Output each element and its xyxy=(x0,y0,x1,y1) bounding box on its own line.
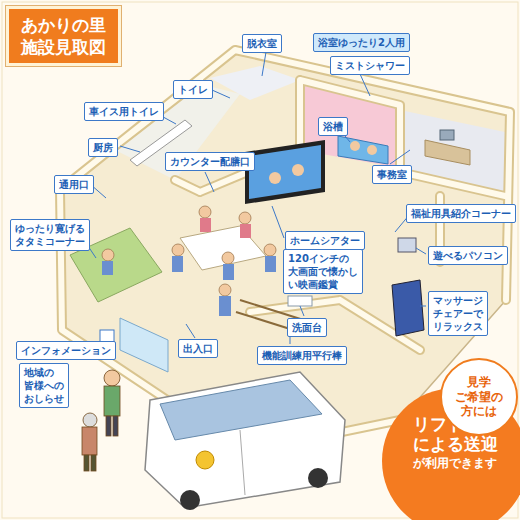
callout-label: 機能訓練用平行棒 xyxy=(257,346,347,365)
callout-label: 浴室ゆったり2人用 xyxy=(313,33,410,52)
callout-label: マッサージ チェアーで リラックス xyxy=(428,291,488,336)
title-box: あかりの里 施設見取図 xyxy=(6,6,121,66)
callout-label: 120インチの 大画面で懐かし い映画鑑賞 xyxy=(283,249,363,294)
callout-label: 地域の 皆様への おしらせ xyxy=(19,363,69,408)
callout-label: 事務室 xyxy=(372,165,412,184)
callout-label: ホームシアター xyxy=(285,231,365,250)
label-text: 見学 ご希望の 方には xyxy=(442,375,516,418)
label-text: カウンター配膳口 xyxy=(170,155,250,168)
label-text: マッサージ チェアーで リラックス xyxy=(433,294,483,333)
callout-label: 出入口 xyxy=(178,339,218,358)
label-text: が利用できます xyxy=(413,455,497,472)
callout-label: ミストシャワー xyxy=(330,56,410,75)
label-text: 事務室 xyxy=(377,168,407,181)
label-text: 機能訓練用平行棒 xyxy=(262,349,342,362)
label-text: インフォメーション xyxy=(21,344,111,357)
callout-label: 車イス用トイレ xyxy=(84,102,164,121)
label-text: 120インチの 大画面で懐かし い映画鑑賞 xyxy=(288,252,358,291)
callout-label: 遊べるパソコン xyxy=(428,246,508,265)
callout-label: 浴槽 xyxy=(318,117,348,136)
label-text: 地域の 皆様への おしらせ xyxy=(24,366,64,405)
callout-label: カウンター配膳口 xyxy=(165,152,255,171)
callout-label: 脱衣室 xyxy=(242,34,282,53)
label-text: 脱衣室 xyxy=(247,37,277,50)
label-text: 車イス用トイレ xyxy=(89,105,159,118)
notice-circle: 見学 ご希望の 方には xyxy=(440,358,518,436)
label-text: トイレ xyxy=(178,83,208,96)
label-text: 厨房 xyxy=(93,141,113,154)
label-text: 遊べるパソコン xyxy=(433,249,503,262)
callout-label: インフォメーション xyxy=(16,341,116,360)
callout-label: 厨房 xyxy=(88,138,118,157)
callout-label: 通用口 xyxy=(54,175,94,194)
label-text: 洗面台 xyxy=(292,321,322,334)
callout-label: 福祉用具紹介コーナー xyxy=(406,204,516,223)
callout-label: ゆったり寛げる タタミコーナー xyxy=(10,219,90,251)
label-text: ゆったり寛げる タタミコーナー xyxy=(15,222,85,248)
label-text: 通用口 xyxy=(59,178,89,191)
callout-label: トイレ xyxy=(173,80,213,99)
label-text: 福祉用具紹介コーナー xyxy=(411,207,511,220)
label-text: 浴槽 xyxy=(323,120,343,133)
label-text: 浴室ゆったり2人用 xyxy=(318,36,405,49)
label-text: ミストシャワー xyxy=(335,59,405,72)
callout-label: 洗面台 xyxy=(287,318,327,337)
label-text: 出入口 xyxy=(183,342,213,355)
label-text: ホームシアター xyxy=(290,234,360,247)
